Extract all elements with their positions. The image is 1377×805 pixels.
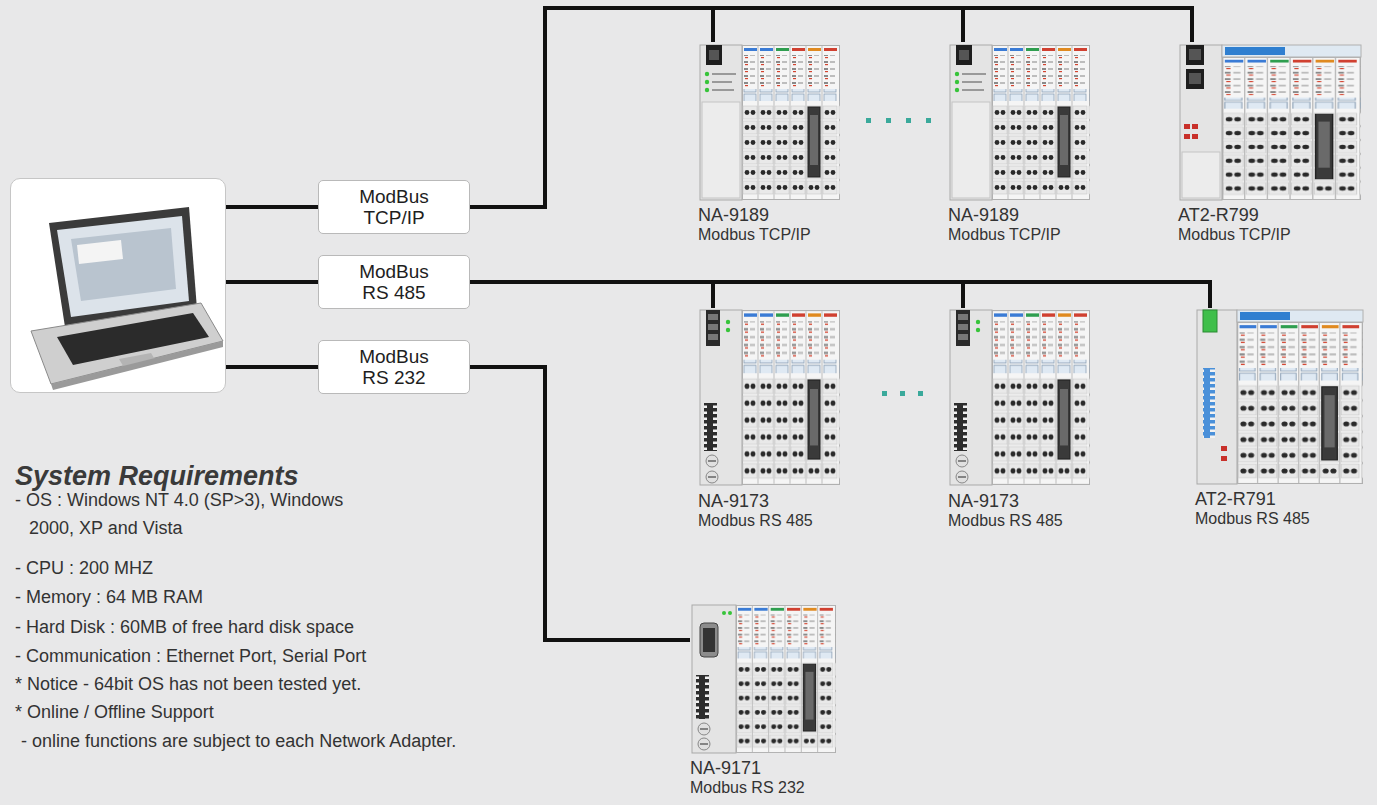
model-name: NA-9189	[948, 205, 1122, 225]
bus-connector	[226, 280, 318, 284]
requirement-line: - CPU : 200 MHZ	[15, 557, 153, 579]
network-adapter-illustration	[1195, 308, 1365, 486]
device-node: NA-9171Modbus RS 232	[690, 603, 864, 797]
laptop-box	[10, 178, 226, 393]
protocol-label: ModBus RS 485	[348, 261, 440, 303]
network-adapter-illustration	[698, 42, 843, 202]
requirement-line: - Memory : 64 MB RAM	[15, 586, 203, 608]
protocol-box: ModBus RS 232	[318, 340, 470, 394]
bus-connector	[470, 282, 1210, 308]
model-name: NA-9189	[698, 205, 872, 225]
network-adapter-illustration	[698, 308, 843, 488]
model-name: AT2-R791	[1195, 489, 1369, 509]
protocol-box: ModBus RS 485	[318, 255, 470, 309]
device-node: NA-9189Modbus TCP/IP	[948, 42, 1122, 244]
protocol-name: Modbus RS 485	[698, 511, 872, 530]
notice-line: * Online / Offline Support	[15, 701, 214, 723]
protocol-label: ModBus RS 232	[348, 346, 440, 388]
notice-line: - online functions are subject to each N…	[21, 730, 456, 752]
device-node: NA-9189Modbus TCP/IP	[698, 42, 872, 244]
bus-connector	[226, 365, 318, 369]
network-adapter-illustration	[1178, 42, 1363, 202]
device-node: AT2-R799Modbus TCP/IP	[1178, 42, 1367, 244]
requirement-line: - Communication : Ethernet Port, Serial …	[15, 645, 366, 667]
continuation-dots	[866, 118, 931, 396]
requirement-line: - OS : Windows NT 4.0 (SP>3), Windows 20…	[15, 486, 391, 542]
device-node: NA-9173Modbus RS 485	[948, 308, 1122, 530]
bus-connector	[470, 282, 713, 308]
model-name: NA-9171	[690, 758, 864, 778]
bus-connector	[470, 367, 690, 640]
requirement-line: - Hard Disk : 60MB of free hard disk spa…	[15, 616, 354, 638]
laptop-illustration	[11, 179, 225, 392]
protocol-label: ModBus TCP/IP	[348, 186, 440, 228]
notice-line: * Notice - 64bit OS has not been tested …	[15, 673, 361, 695]
network-adapter-illustration	[948, 42, 1093, 202]
protocol-box: ModBus TCP/IP	[318, 180, 470, 234]
bus-connector	[470, 282, 963, 308]
protocol-name: Modbus RS 232	[690, 778, 864, 797]
protocol-name: Modbus TCP/IP	[1178, 225, 1367, 244]
section-heading: System Requirements	[15, 460, 299, 492]
model-name: NA-9173	[698, 491, 872, 511]
protocol-name: Modbus TCP/IP	[948, 225, 1122, 244]
protocol-name: Modbus RS 485	[948, 511, 1122, 530]
bus-connector	[226, 205, 318, 209]
network-adapter-illustration	[690, 603, 840, 755]
network-adapter-illustration	[948, 308, 1093, 488]
bus-connector	[470, 8, 1192, 207]
device-node: NA-9173Modbus RS 485	[698, 308, 872, 530]
model-name: AT2-R799	[1178, 205, 1367, 225]
protocol-name: Modbus TCP/IP	[698, 225, 872, 244]
bus-connector	[470, 8, 713, 207]
device-node: AT2-R791Modbus RS 485	[1195, 308, 1369, 528]
model-name: NA-9173	[948, 491, 1122, 511]
protocol-name: Modbus RS 485	[1195, 509, 1369, 528]
